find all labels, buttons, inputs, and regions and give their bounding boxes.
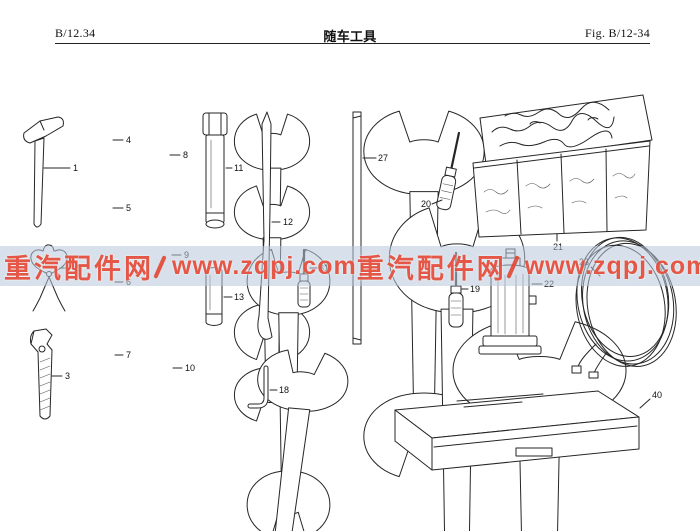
hammer-drawing	[23, 116, 64, 228]
adjustable-wrench-drawing	[29, 328, 53, 420]
callout-screwdriver-tilted: 20	[421, 199, 443, 209]
callout-adjustable-wrench: 3	[51, 371, 70, 381]
svg-text:18: 18	[279, 385, 289, 395]
callout-tool-box: 40	[639, 390, 662, 409]
svg-text:3: 3	[65, 371, 70, 381]
watermark-url-left: www.zqpj.com	[172, 251, 357, 280]
callout-socket-tube: 11	[225, 163, 243, 173]
svg-text:4: 4	[126, 135, 131, 145]
document-reference: B/12.34	[55, 26, 96, 40]
flat-bar-drawing	[352, 111, 362, 345]
screwdriver-tilted-drawing	[436, 131, 461, 211]
svg-text:10: 10	[185, 363, 195, 373]
watermark-brand-left: 重汽配件网	[4, 253, 154, 284]
socket-tube-drawing	[202, 112, 228, 229]
figure-title: 随车工具	[323, 29, 377, 44]
svg-text:20: 20	[421, 199, 431, 209]
tool-roll-drawing	[472, 94, 653, 238]
svg-text:12: 12	[283, 217, 293, 227]
callout-hex-key: 18	[269, 385, 289, 395]
svg-text:5: 5	[126, 203, 131, 213]
hex-key-drawing	[247, 365, 269, 409]
watermark-left: 重汽配件网 www.zqpj.com	[4, 247, 357, 286]
watermark-band: 重汽配件网 www.zqpj.com 重汽配件网 www.zqpj.com	[0, 246, 700, 286]
watermark-swoosh-icon	[509, 253, 523, 279]
callout-screwdriver-vertical: 19	[461, 284, 480, 294]
svg-text:8: 8	[183, 150, 188, 160]
tool-box-drawing	[394, 390, 640, 471]
callout-wrench-10: 10	[172, 363, 195, 373]
svg-text:40: 40	[652, 390, 662, 400]
callout-hammer: 1	[43, 163, 78, 173]
callout-pry-bar: 12	[271, 217, 293, 227]
callout-wrench-5: 5	[112, 203, 131, 213]
callout-wrench-7: 7	[114, 350, 131, 360]
svg-text:27: 27	[378, 153, 388, 163]
watermark-right: 重汽配件网 www.zqpj.com	[357, 247, 700, 286]
header-rule	[55, 43, 650, 44]
svg-text:7: 7	[126, 350, 131, 360]
svg-text:11: 11	[234, 163, 243, 173]
svg-text:19: 19	[470, 284, 480, 294]
hose-coil-drawing	[571, 236, 677, 379]
callout-wrench-4: 4	[112, 135, 131, 145]
callout-socket-small: 13	[223, 292, 244, 302]
watermark-url-right: www.zqpj.com	[524, 251, 700, 280]
callout-flat-bar: 27	[362, 153, 388, 163]
figure-number: Fig. B/12-34	[585, 26, 650, 40]
watermark-swoosh-icon	[156, 253, 170, 279]
callout-label: 1	[73, 163, 78, 173]
callout-wrench-8: 8	[169, 150, 188, 160]
watermark-brand-right: 重汽配件网	[356, 253, 507, 284]
svg-text:13: 13	[234, 292, 244, 302]
